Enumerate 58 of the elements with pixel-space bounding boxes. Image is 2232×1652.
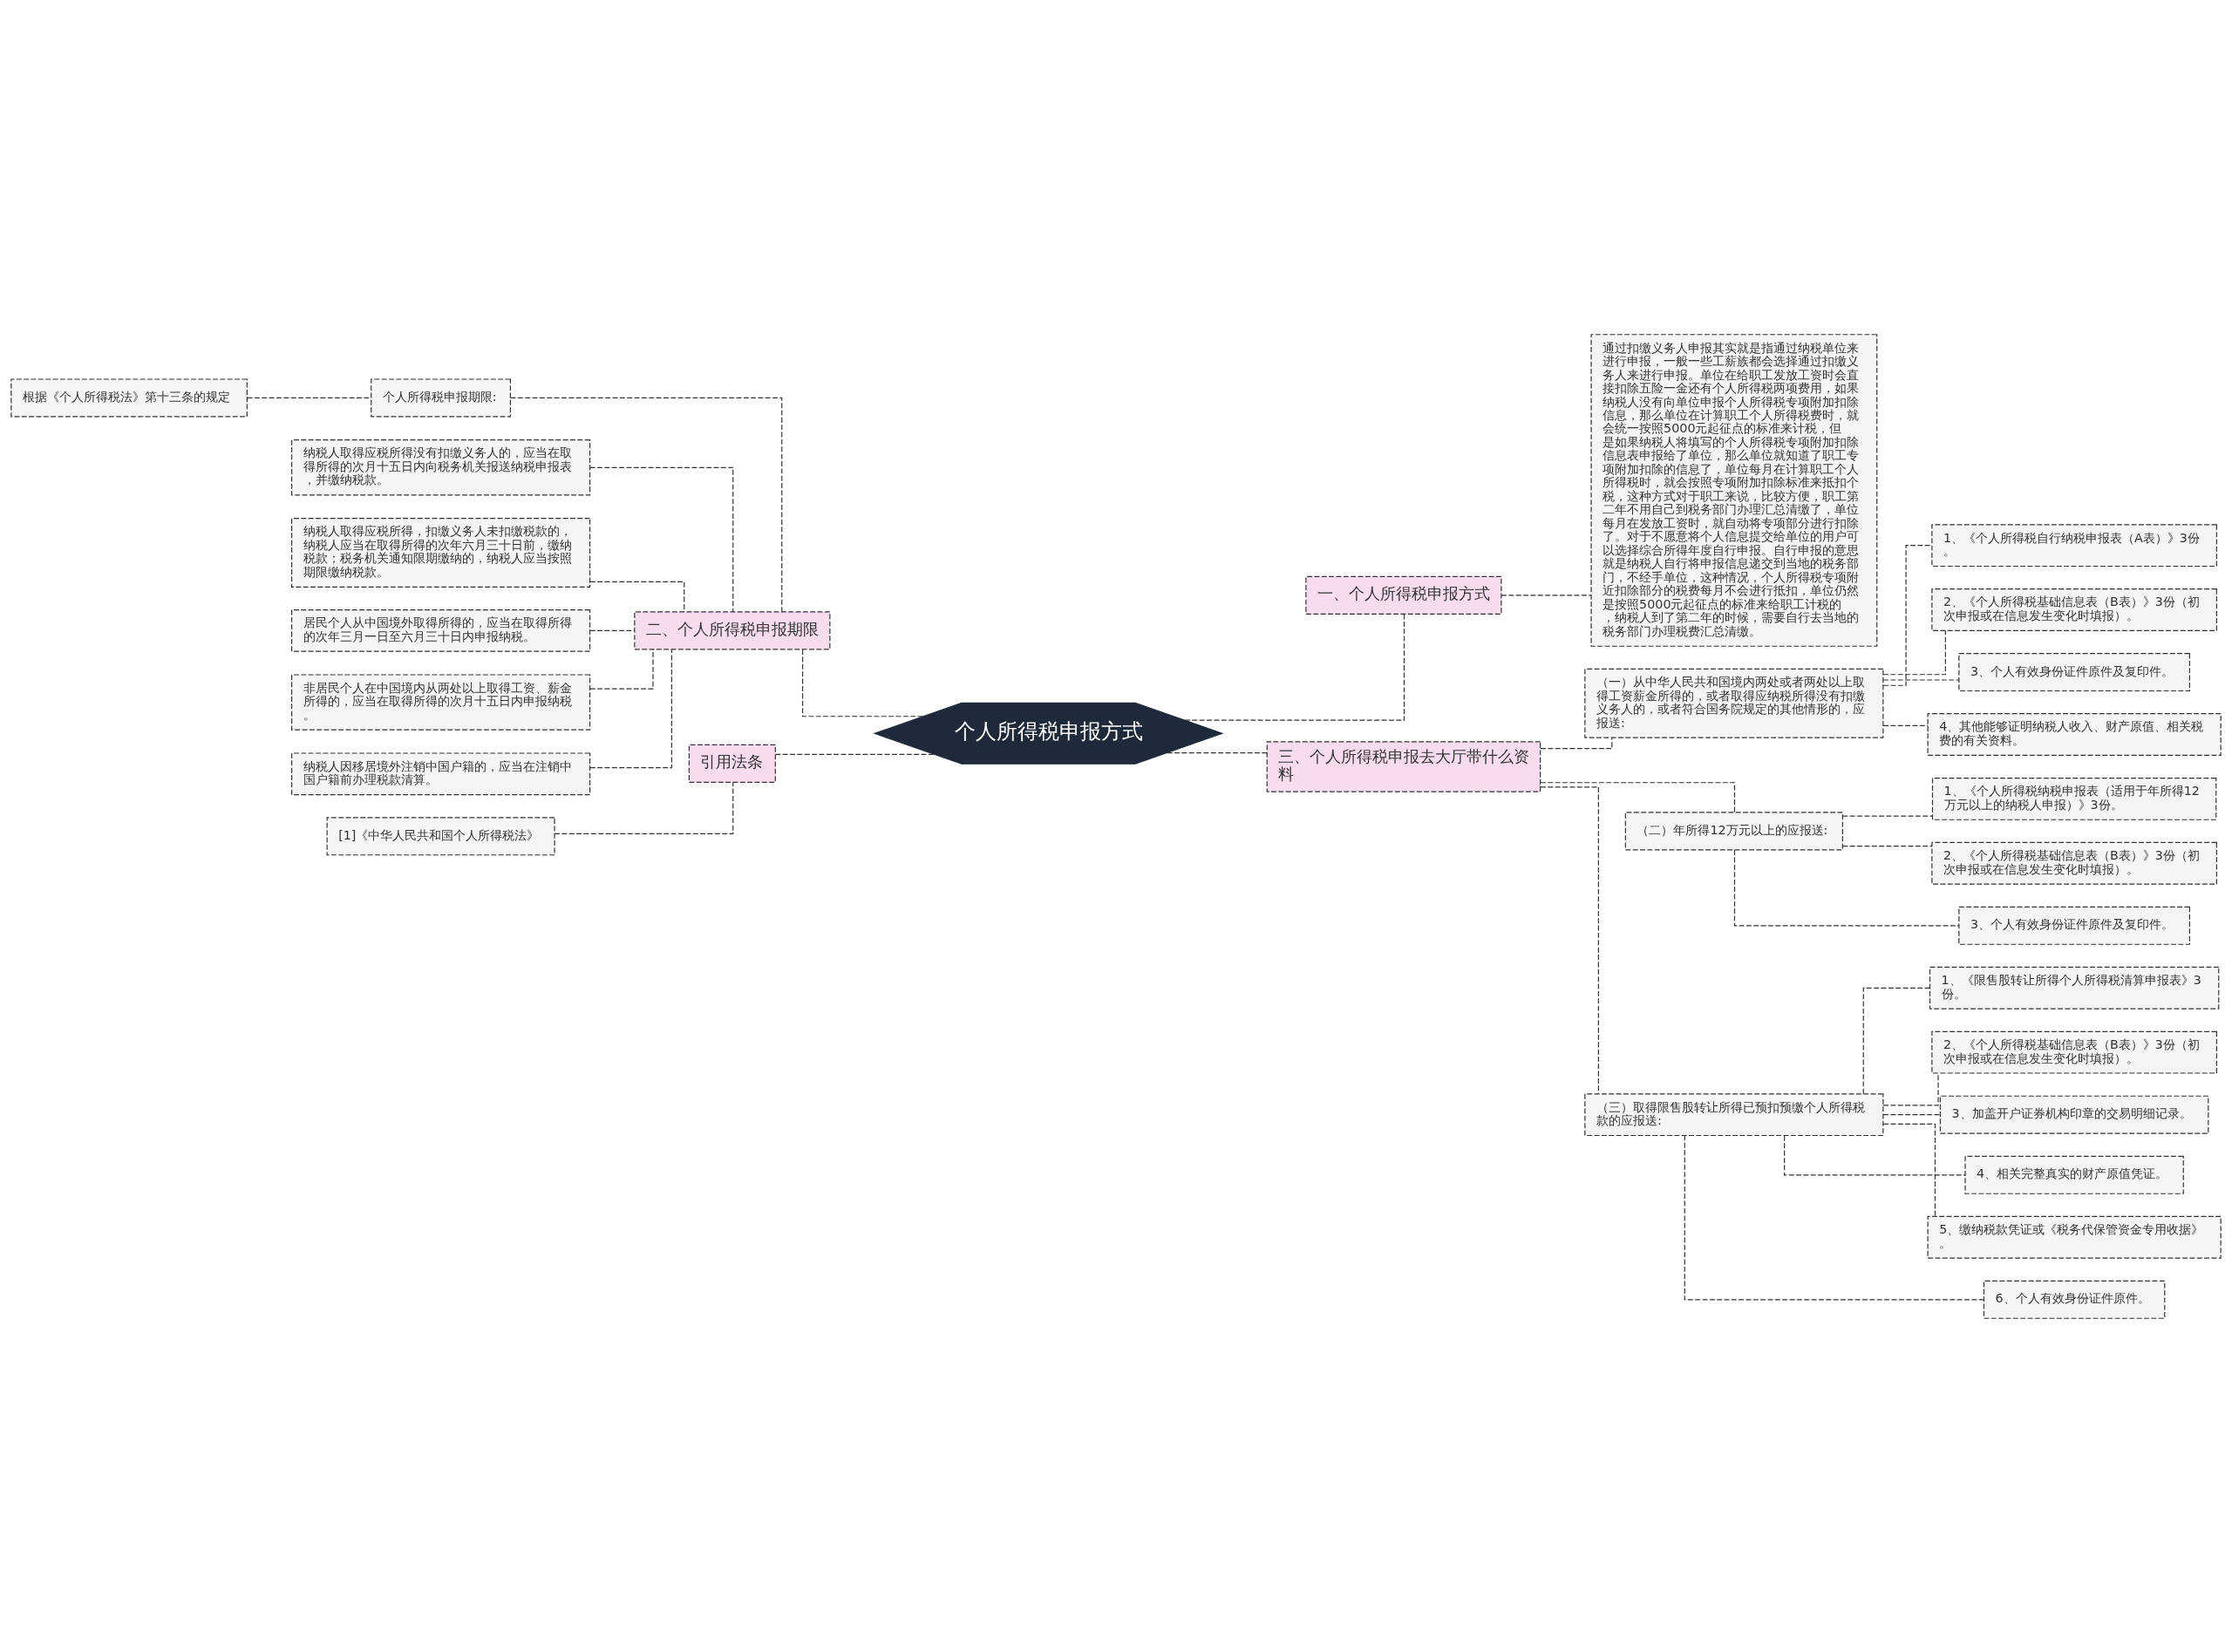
node-box: 3、个人有效身份证件原件及复印件。: [1958, 906, 2190, 945]
node-box: 5、缴纳税款凭证或《税务代保管资金专用收据》。: [1927, 1215, 2222, 1259]
node-box: 4、其他能够证明纳税人收入、财产原值、相关税费的有关资料。: [1927, 712, 2222, 756]
connector: [1882, 1113, 1941, 1115]
node-box: 2、《个人所得税基础信息表（B表）》3份（初次申报或在信息发生变化时填报）。: [1931, 588, 2217, 631]
connector: [589, 648, 654, 690]
connector: [510, 397, 783, 612]
connector: [1540, 781, 1736, 812]
node-box: 一、个人所得税申报方式: [1305, 575, 1502, 615]
connector: [1882, 629, 1946, 675]
node-box: 3、加盖开户证券机构印章的交易明细记录。: [1939, 1095, 2209, 1134]
node-box: 4、相关完整真实的财产原值凭证。: [1964, 1155, 2184, 1194]
node-box: 1、《个人所得税纳税申报表（适用于年所得12万元以上的纳税人申报）》3份。: [1931, 777, 2217, 820]
node-box: （一）从中华人民共和国境内两处或者两处以上取得工资薪金所得的，或者取得应纳税所得没有扣缴义务人的，或者符合国务院规定的其他情形的，应报送:: [1584, 668, 1884, 738]
node-box: 通过扣缴义务人申报其实就是指通过纳税单位来进行申报，一般一些工薪族都会选择通过扣缴义务人来进行申报。单位在给职工发放工资时会直接扣除五险一金还有个人所得税两项费用，如果纳税人没有向单位申报个人所得税专项附加扣除信息，那么单位在计算职工个人所得税费时，就会统一按照5000元起征点的标准来计税，但是如果纳税人将填写的个人所得税专项附加扣除信息表申报给了单位，那么单位就知道了职工专项附加扣除的信息了，单位每月在计算职工个人所得税时，就会按照专项附加扣除标准来抵扣个税，这种方式对于职工来说，比较方便，职工第二年不用自己到税务部门办理汇总清缴了，单位每月在发放工资时，就自动将专项部分进行扣除了。对于不愿意将个人信息提交给单位的用户可以选择综合所得年度自行申报。自行申报的意思就是纳税人自行将申报信息递交到当地的税务部门，不经手单位，这种情况，个人所得税专项附近扣除部分的税费每月不会进行抵扣，单位仍然是按照5000元起征点的标准来给职工计税的，纳税人到了第二年的时候，需要自行去当地的税务部门办理税费汇总清缴。: [1590, 333, 1878, 647]
node-box: 6、个人有效身份证件原件。: [1983, 1280, 2166, 1319]
connector: [1862, 987, 1931, 1094]
node-box: 个人所得税申报期限:: [371, 377, 512, 417]
node-box: （二）年所得12万元以上的应报送:: [1624, 811, 1843, 850]
node-box: [1]《中华人民共和国个人所得税法》: [326, 816, 555, 855]
node-box: 2、《个人所得税基础信息表（B表）》3份（初次申报或在信息发生变化时填报）。: [1931, 841, 2217, 885]
node-box: 非居民个人在中国境内从两处以上取得工资、薪金所得的，应当在取得所得的次月十五日内申报纳税。: [291, 673, 591, 731]
connector: [1540, 737, 1613, 749]
connector: [589, 648, 673, 768]
connector: [1733, 849, 1960, 926]
node-box: 纳税人取得应税所得，扣缴义务人未扣缴税款的，纳税人应当在取得所得的次年六月三十日前，缴纳税款；税务机关通知限期缴纳的，纳税人应当按照期限缴纳税款。: [291, 517, 591, 588]
node-box: 纳税人因移居境外注销中国户籍的，应当在注销中国户籍前办理税款清算。: [291, 751, 591, 795]
node-box: 引用法条: [688, 744, 776, 783]
connector: [1784, 1134, 1966, 1175]
node-box: 居民个人从中国境外取得所得的，应当在取得所得的次年三月一日至六月三十日内申报纳税。: [291, 608, 591, 652]
connector: [1882, 1072, 1939, 1106]
connector: [1684, 1134, 1984, 1300]
node-box: 根据《个人所得税法》第十三条的规定: [10, 377, 248, 417]
connector: [1882, 724, 1929, 726]
connector: [774, 753, 936, 755]
node-box: 1、《限售股转让所得个人所得税清算申报表》3份。: [1929, 966, 2220, 1010]
connector: [1882, 678, 1960, 681]
node-box: （三）取得限售股转让所得已预扣预缴个人所得税款的应报送:: [1584, 1092, 1884, 1136]
node-box: 1、《个人所得税自行纳税申报表（A表）》3份。: [1931, 523, 2217, 567]
connector: [589, 629, 636, 631]
node-box: 2、《个人所得税基础信息表（B表）》3份（初次申报或在信息发生变化时填报）。: [1931, 1030, 2217, 1074]
connector: [1882, 1123, 1936, 1217]
connector: [1841, 845, 1933, 846]
connector: [589, 581, 685, 612]
connector: [554, 781, 734, 834]
node-box: 二、个人所得税申报期限: [634, 610, 831, 649]
node-box: 3、个人有效身份证件原件及复印件。: [1958, 652, 2190, 691]
node-box: 纳税人取得应税所得没有扣缴义务人的，应当在取得所得的次月十五日内向税务机关报送纳税申报表，并缴纳税款。: [291, 438, 591, 495]
connector: [802, 649, 924, 717]
connector: [1540, 785, 1599, 1094]
connector: [1841, 815, 1933, 817]
connector: [589, 466, 734, 612]
connector: [247, 397, 372, 398]
connector: [1167, 751, 1268, 753]
node-box: 三、个人所得税申报去大厅带什么资料: [1266, 740, 1541, 792]
connector: [1184, 613, 1405, 721]
connector: [1882, 544, 1933, 686]
connector: [1500, 594, 1592, 595]
